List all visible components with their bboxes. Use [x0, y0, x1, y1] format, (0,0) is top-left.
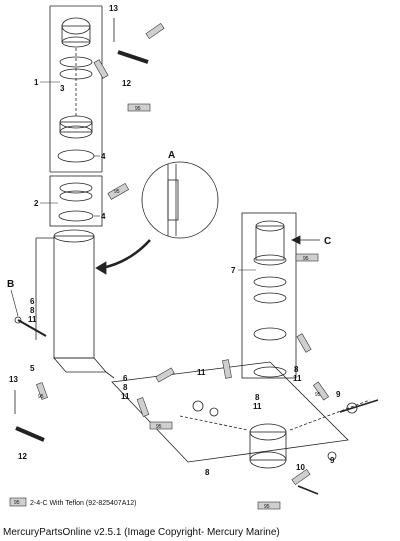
badge-label: 95 — [114, 189, 120, 195]
pin-12-upper — [113, 18, 149, 64]
callout-3: 3 — [60, 84, 65, 93]
callout-6: 6 — [123, 374, 128, 383]
badge-label: 95 — [264, 504, 270, 510]
callout-12: 12 — [18, 452, 27, 461]
callout-9: 9 — [336, 390, 341, 399]
upper-cylinder-assembly — [49, 5, 103, 173]
callout-6: 6 — [30, 297, 35, 306]
legend: 95 2-4-C With Teflon (92-825407A12) — [14, 500, 136, 507]
callout-7: 7 — [231, 266, 236, 275]
callout-8: 8 — [123, 383, 128, 392]
detail-letter-c: C — [324, 236, 331, 247]
callout-12: 12 — [122, 79, 131, 88]
callout-4: 4 — [101, 152, 106, 161]
badge-label: 95 — [315, 392, 321, 398]
callout-11: 11 — [28, 315, 37, 324]
main-cylinder-tube — [35, 229, 115, 379]
copyright-footer: MercuryPartsOnline v2.5.1 (Image Copyrig… — [3, 527, 280, 538]
legend-text: 2-4-C With Teflon (92-825407A12) — [30, 500, 136, 507]
callout-8: 8 — [294, 365, 299, 374]
bolt-b — [14, 316, 47, 337]
badge-label: 95 — [156, 424, 162, 430]
callout-9: 9 — [330, 456, 335, 465]
lubricant-tubes — [9, 22, 330, 510]
detail-a-view — [95, 161, 219, 275]
right-cylinder-assembly — [241, 212, 320, 379]
badge-label: 95 — [38, 394, 44, 400]
callout-2: 2 — [34, 199, 39, 208]
badge-label: 95 — [135, 106, 141, 112]
callout-11: 11 — [121, 392, 130, 401]
leader-lines — [10, 81, 256, 317]
detail-letter-b: B — [7, 279, 14, 290]
callout-8: 8 — [30, 306, 35, 315]
callout-4: 4 — [101, 212, 106, 221]
callout-11: 11 — [293, 374, 302, 383]
callout-8: 8 — [255, 393, 260, 402]
legend-badge: 95 — [14, 500, 20, 506]
pin-12-lower — [14, 390, 45, 442]
callout-13: 13 — [109, 4, 118, 13]
callout-10: 10 — [296, 463, 305, 472]
callout-8: 8 — [205, 468, 210, 477]
callout-11: 11 — [253, 402, 262, 411]
callout-5: 5 — [30, 364, 35, 373]
detail-letter-a: A — [168, 150, 175, 161]
badge-label: 95 — [303, 256, 309, 262]
callout-1: 1 — [34, 78, 39, 87]
callout-11: 11 — [197, 368, 206, 377]
piston-seal-group — [49, 175, 103, 227]
callout-13: 13 — [9, 375, 18, 384]
valve-manifold-assembly — [111, 361, 379, 495]
